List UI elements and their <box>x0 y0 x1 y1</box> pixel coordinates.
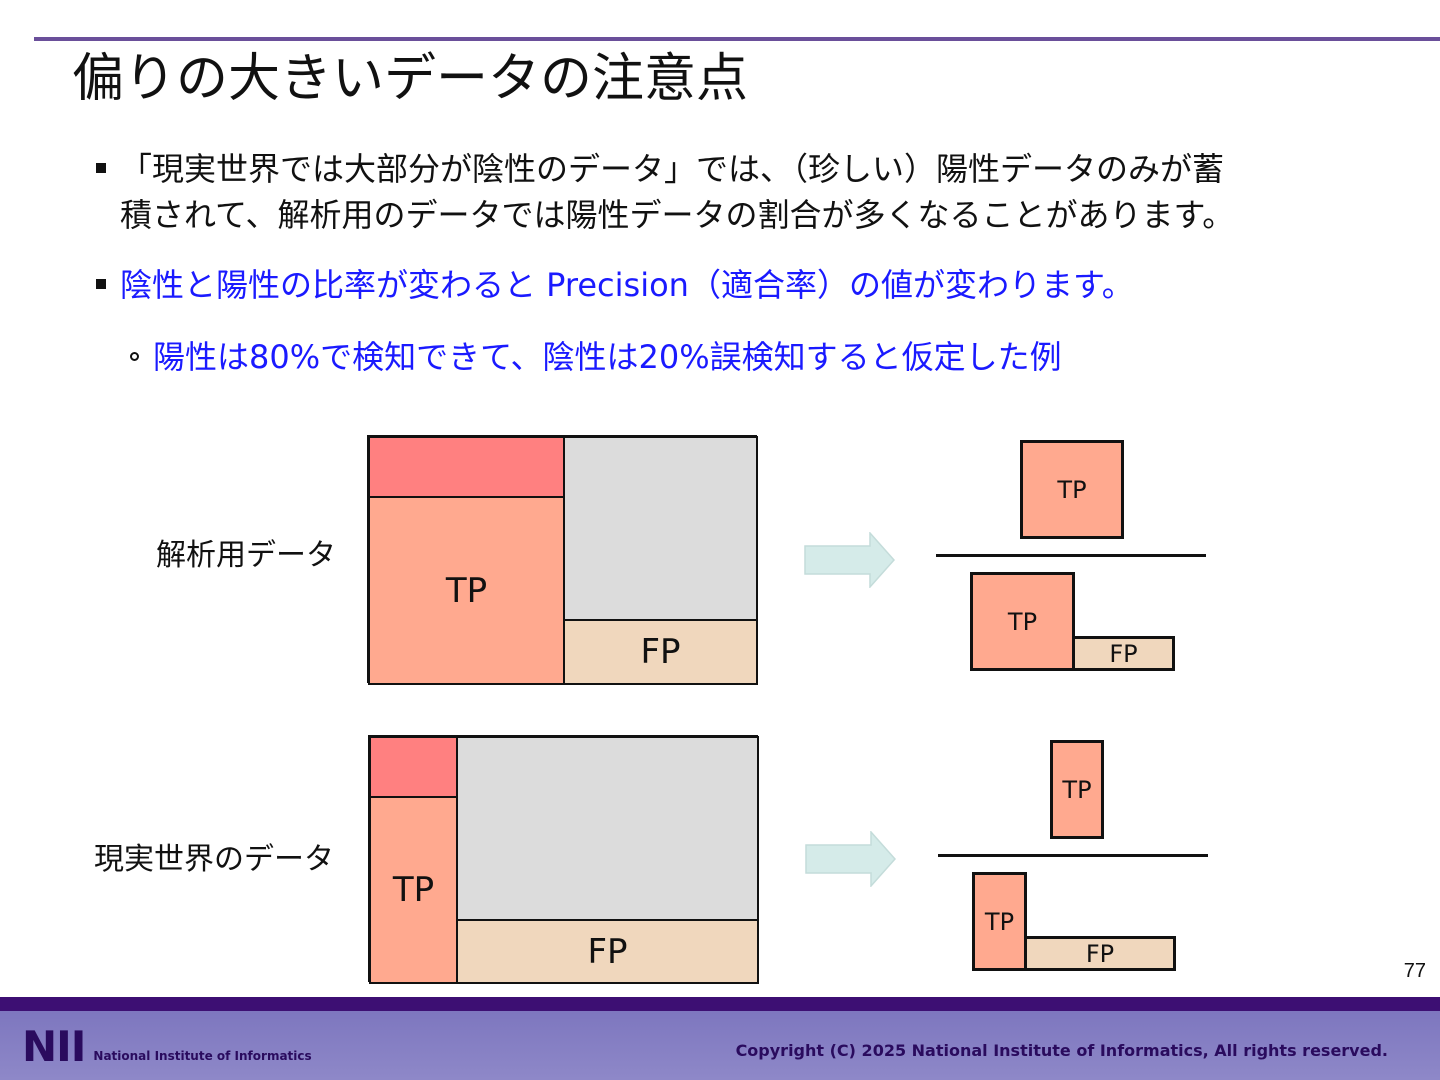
nii-logo: NII National Institute of Informatics <box>22 1022 312 1071</box>
bullet-marker <box>96 163 106 173</box>
confusion-box-real-world: TP FP <box>368 735 759 984</box>
logo-mark: NII <box>22 1022 86 1071</box>
tp-cell: TP <box>368 496 565 685</box>
sub-bullet-marker <box>130 352 139 361</box>
bullet-2: 陰性と陽性の比率が変わると Precision（適合率）の値が変わります。 <box>96 262 1134 308</box>
denominator-tp: TP <box>972 872 1027 971</box>
sub-bullet: 陽性は80%で検知できて、陰性は20%誤検知すると仮定した例 <box>130 334 1062 380</box>
logo-text: National Institute of Informatics <box>93 1049 312 1063</box>
fraction-line <box>936 554 1206 557</box>
sub-bullet-text: 陽性は80%で検知できて、陰性は20%誤検知すると仮定した例 <box>153 338 1062 376</box>
bullet-1-line-1: 「現実世界では大部分が陰性のデータ」では、（珍しい）陽性データのみが蓄 <box>120 150 1225 188</box>
denominator-tp: TP <box>970 572 1075 671</box>
footer: NII National Institute of Informatics Co… <box>0 997 1440 1080</box>
fraction-line <box>938 854 1208 857</box>
numerator-tp: TP <box>1050 740 1104 839</box>
slide-title: 偏りの大きいデータの注意点 <box>72 49 749 109</box>
tn-cell <box>563 436 758 621</box>
page-number: 77 <box>1403 960 1426 982</box>
fp-cell: FP <box>456 919 759 984</box>
footer-bar <box>0 997 1440 1011</box>
bullet-1-line-2: 積されて、解析用のデータでは陽性データの割合が多くなることがあります。 <box>120 196 1235 234</box>
copyright-text: Copyright (C) 2025 National Institute of… <box>735 1041 1388 1060</box>
arrow-icon <box>804 532 896 588</box>
bullet-1: 「現実世界では大部分が陰性のデータ」では、（珍しい）陽性データのみが蓄 積されて… <box>96 146 1234 238</box>
confusion-box-analysis: TP FP <box>367 435 758 685</box>
tn-cell <box>456 736 759 921</box>
fp-cell: FP <box>563 619 758 685</box>
fn-cell <box>368 436 565 498</box>
row-label-real-world: 現実世界のデータ <box>94 842 334 877</box>
denominator-fp: FP <box>1072 636 1175 671</box>
bullet-2-text: 陰性と陽性の比率が変わると Precision（適合率）の値が変わります。 <box>120 266 1134 304</box>
numerator-tp: TP <box>1020 440 1124 539</box>
row-label-analysis: 解析用データ <box>156 538 336 573</box>
fn-cell <box>369 736 458 798</box>
tp-cell: TP <box>369 796 458 984</box>
bullet-marker <box>96 279 106 289</box>
arrow-icon <box>805 831 897 887</box>
denominator-fp: FP <box>1024 936 1176 971</box>
title-rule <box>34 37 1440 41</box>
